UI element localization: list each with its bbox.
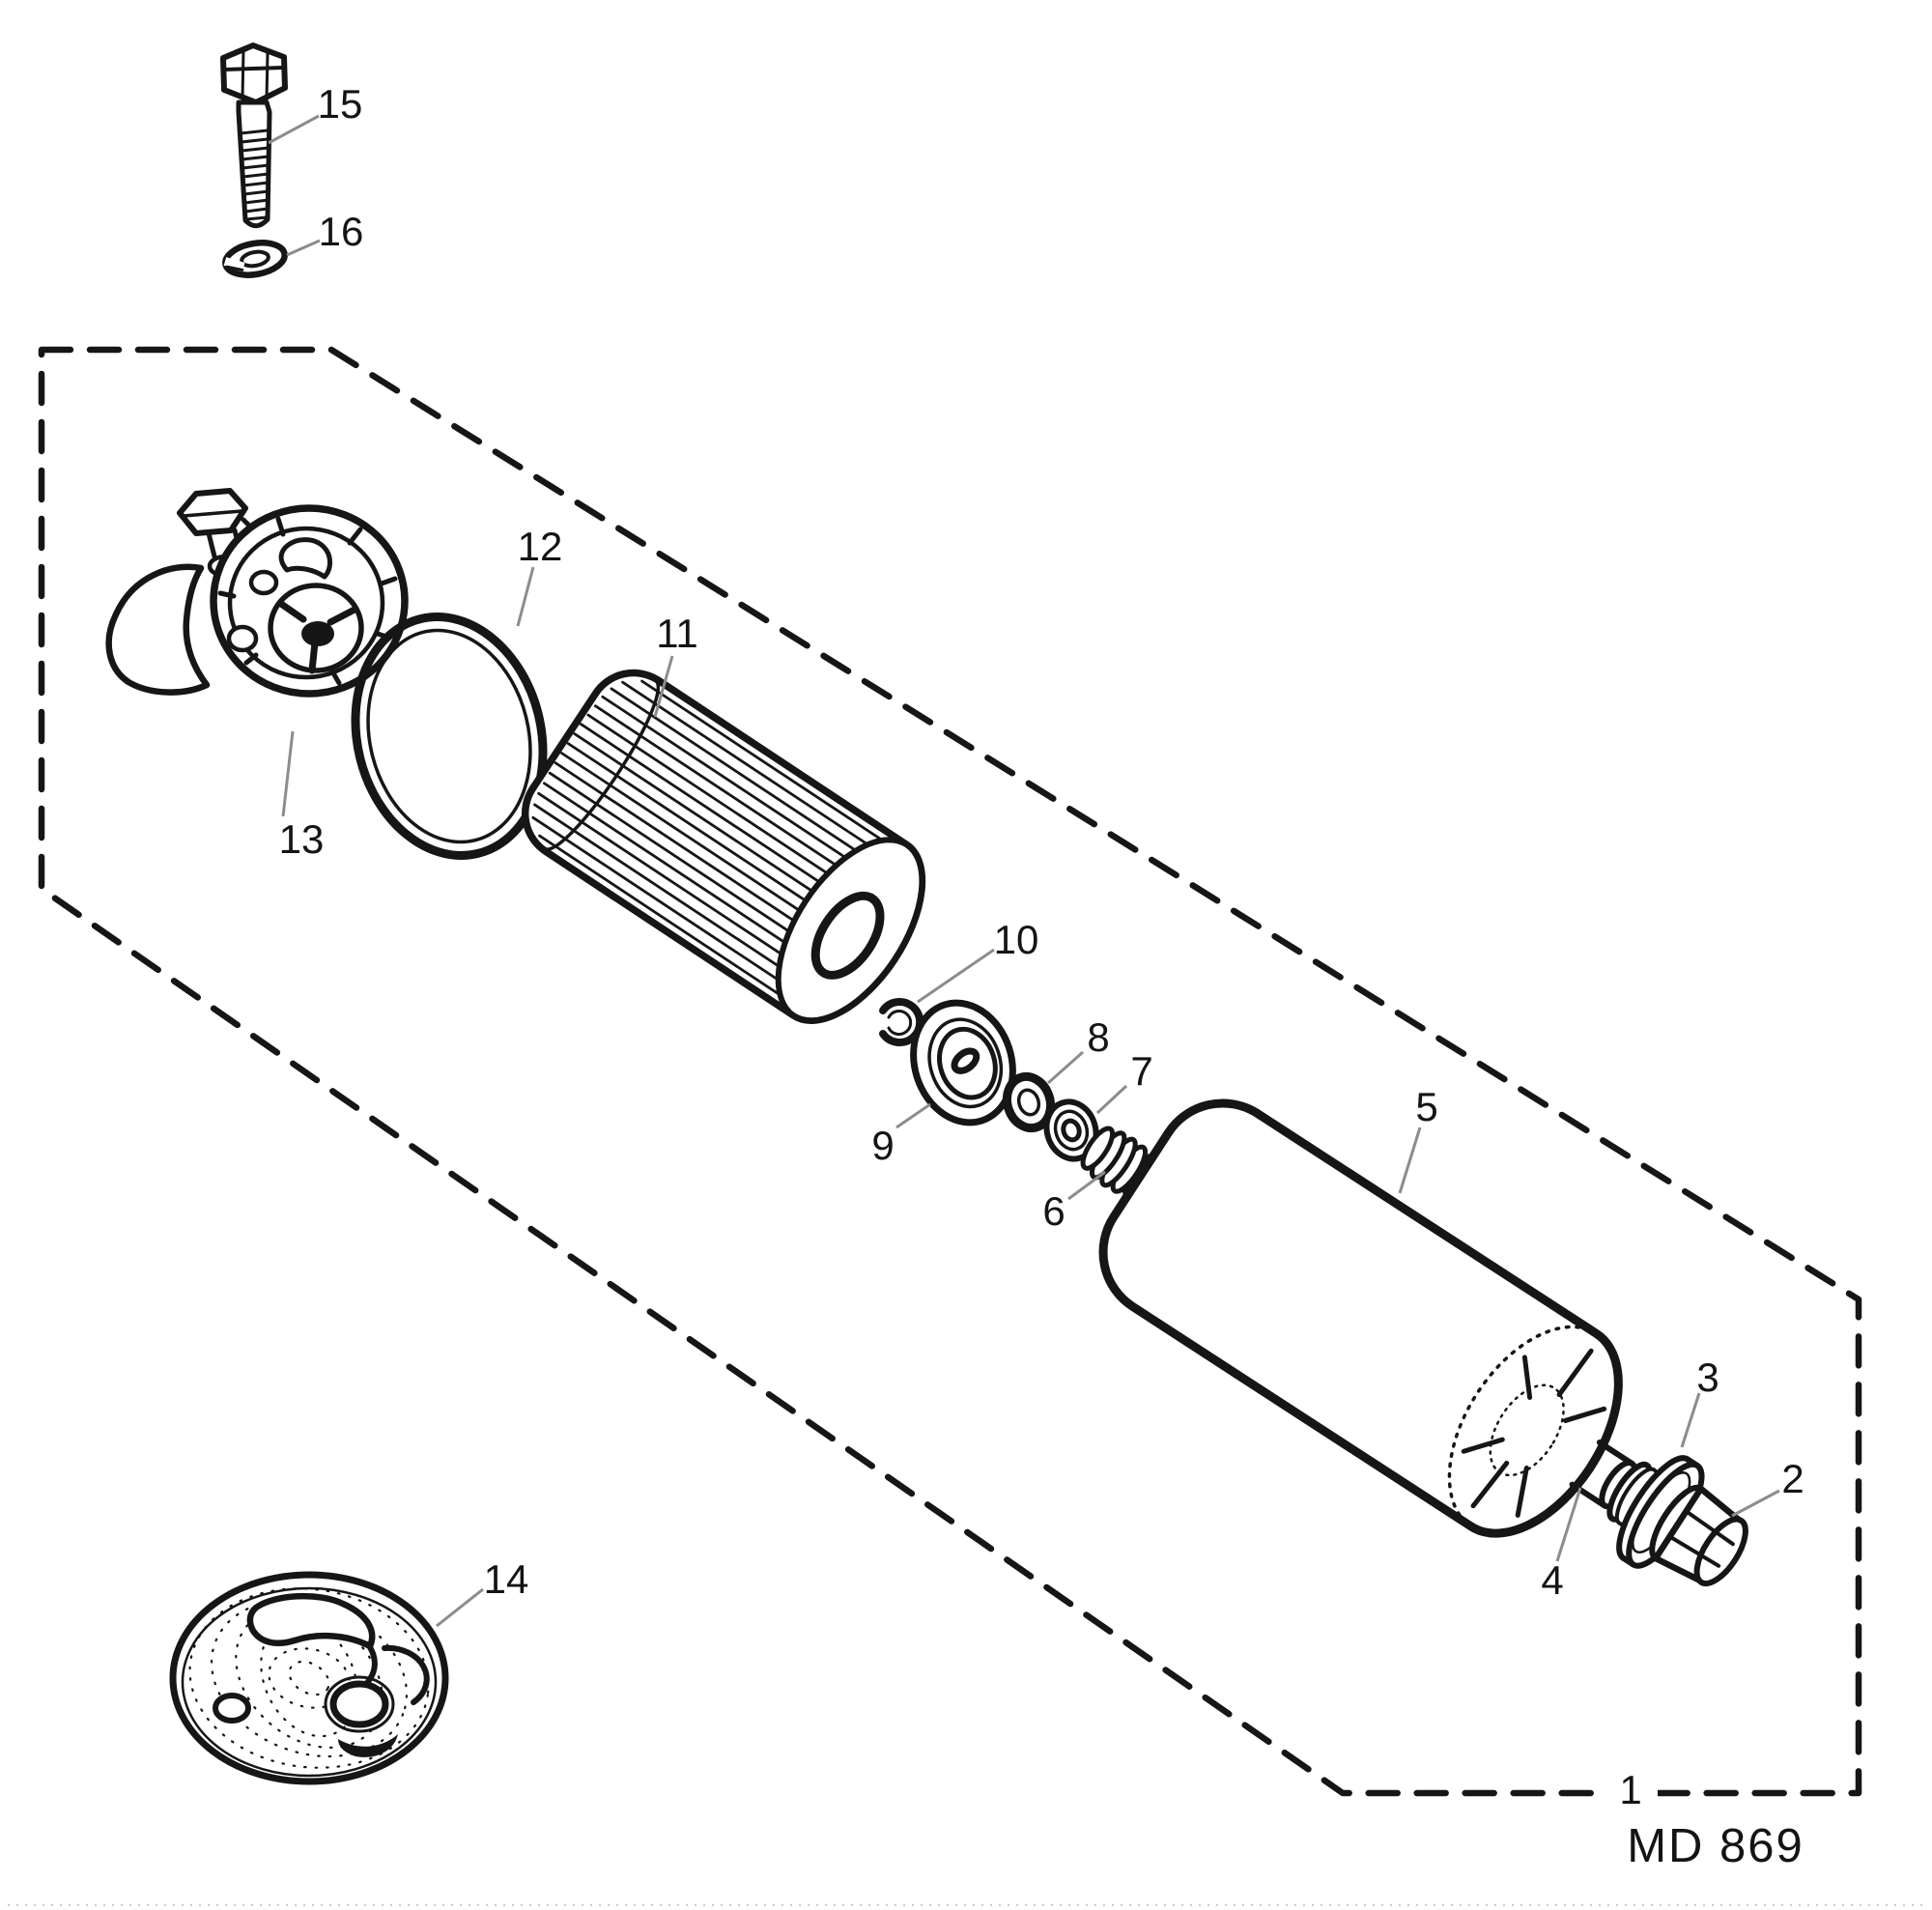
leader-line-12 [516, 566, 535, 627]
leader-line-14 [436, 1587, 484, 1628]
leader-line-15 [268, 114, 320, 145]
lock-washer-drawing [222, 240, 288, 278]
part-number-8: 8 [1087, 1014, 1109, 1060]
leader-line-layer [268, 114, 1780, 1628]
bolt-thread-lines [239, 128, 270, 221]
part-number-16: 16 [319, 209, 364, 254]
part-number-11: 11 [656, 611, 698, 656]
leader-line-5 [1398, 1126, 1422, 1194]
leader-line-16 [286, 239, 321, 257]
part-number-15: 15 [318, 81, 363, 127]
part-number-10: 10 [994, 917, 1039, 962]
part-number-2: 2 [1781, 1456, 1804, 1501]
drain-plug-drawing [1649, 1484, 1748, 1586]
part-number-5: 5 [1415, 1084, 1437, 1129]
part-number-1: 1 [1619, 1767, 1641, 1812]
leader-line-2 [1731, 1489, 1780, 1518]
part-number-3: 3 [1696, 1354, 1719, 1400]
leader-line-3 [1680, 1392, 1701, 1448]
part-number-4: 4 [1541, 1557, 1563, 1603]
leader-line-9 [895, 1102, 931, 1129]
leader-line-10 [917, 948, 995, 1004]
part-number-14: 14 [484, 1556, 529, 1602]
head-bell-housing [105, 563, 211, 696]
mounting-bolt-drawing [220, 43, 288, 229]
hub-center-hole [301, 621, 334, 646]
figure-code: MD 869 [1627, 1820, 1804, 1872]
canister-end-face-dotted [1447, 1325, 1621, 1535]
part-number-7: 7 [1130, 1048, 1152, 1094]
leader-line-8 [1047, 1050, 1084, 1085]
filter-element-drawing [521, 669, 926, 1024]
flange-kidney-port [278, 537, 332, 580]
part-number-12: 12 [518, 524, 563, 569]
canister-drawing [1098, 1098, 1623, 1538]
plate-crescent-slot [338, 1734, 398, 1757]
canister-outlet-stack [1569, 1440, 1748, 1586]
filter-head-drawing [105, 488, 409, 698]
label-mask-1 [1604, 1760, 1658, 1818]
leader-line-4 [1555, 1487, 1582, 1562]
leader-line-7 [1095, 1084, 1128, 1115]
end-face-spokes [1461, 1348, 1607, 1518]
part-number-6: 6 [1042, 1188, 1065, 1234]
hub-spokes [277, 600, 358, 674]
plate-kidney-slot [246, 1592, 376, 1650]
o-ring-drawing [351, 613, 548, 860]
filter-center-hole [810, 891, 885, 980]
spring-seat-washer-drawing [1043, 1098, 1099, 1162]
retainer-washer-drawing [910, 999, 1016, 1126]
leader-line-11 [653, 655, 674, 718]
leader-line-6 [1067, 1170, 1106, 1201]
kit-boundary-dashed [38, 346, 1862, 1797]
baffle-plate-drawing [169, 1571, 449, 1785]
part-number-13: 13 [279, 816, 325, 862]
seal-washer-drawing [1002, 1071, 1056, 1133]
part-number-9: 9 [871, 1123, 894, 1168]
leader-line-13 [281, 730, 295, 817]
